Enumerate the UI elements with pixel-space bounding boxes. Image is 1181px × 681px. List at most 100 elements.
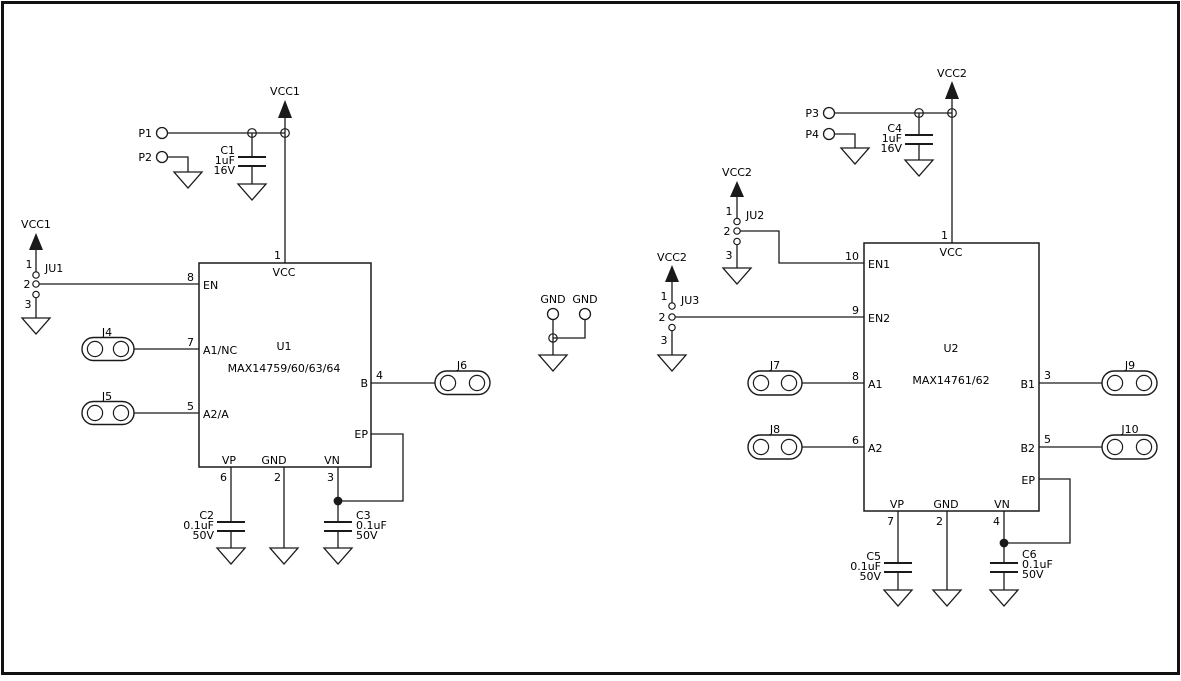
gnd-symbol-icon xyxy=(322,547,354,565)
p1-testpoint: P1 xyxy=(138,126,285,140)
gnd-symbol-icon xyxy=(839,147,871,165)
ju3-pin2-label: 2 xyxy=(659,311,666,324)
ju1-vcc-label: VCC1 xyxy=(21,218,51,231)
j9-label: J9 xyxy=(1124,359,1135,372)
vcc-arrow-icon xyxy=(945,81,959,99)
ju2-pin2-circle xyxy=(733,227,741,235)
j5-pin2-circle xyxy=(112,404,130,422)
c2-voltage-label: 50V xyxy=(192,529,214,542)
ju3-pin1-circle xyxy=(668,302,676,310)
gnd-testpoints: GND GND xyxy=(537,293,598,372)
u1-pin-ep-name: EP xyxy=(354,428,368,441)
p3-label: P3 xyxy=(805,107,819,120)
c3-ref-label: C3 xyxy=(356,509,371,522)
j5-label: J5 xyxy=(101,390,112,403)
c5-capacitor: C5 0.1uF 50V xyxy=(850,511,914,607)
vcc1-rail: VCC1 xyxy=(270,85,300,263)
ju1-jumper: VCC1 1 JU1 2 3 xyxy=(20,218,199,335)
u2-gnd-pin xyxy=(931,511,963,607)
u2-ep-wire xyxy=(1004,478,1071,544)
u2-pin-a1-num: 8 xyxy=(852,370,859,383)
j6-pin2-circle xyxy=(468,374,486,392)
test-point-circle xyxy=(822,127,836,141)
gnd-symbol-icon xyxy=(268,547,300,565)
c3-capacitor: C3 0.1uF 50V xyxy=(322,467,387,565)
c4-voltage-label: 16V xyxy=(880,142,902,155)
u1-pin-b-name: B xyxy=(360,377,368,390)
gnd-symbol-icon xyxy=(931,589,963,607)
j9-pin2-circle xyxy=(1135,374,1153,392)
u2-pin-vp-num: 7 xyxy=(887,515,894,528)
u1-section: VCC1 P1 P2 C1 1uF 16V xyxy=(20,85,491,565)
u2-pin-gnd-name: GND xyxy=(933,498,958,511)
j10-pin2-circle xyxy=(1135,438,1153,456)
u2-part-label: MAX14761/62 xyxy=(912,374,989,387)
vcc-arrow-icon xyxy=(29,233,43,250)
j10-connector: J10 xyxy=(1039,423,1158,460)
u1-ep-wire xyxy=(338,433,404,502)
c2-value-label: 0.1uF xyxy=(183,519,214,532)
j6-pin1-circle xyxy=(439,374,457,392)
ju3-pin1-label: 1 xyxy=(661,290,668,303)
ju3-vcc-label: VCC2 xyxy=(657,251,687,264)
gnd-tp2-wire xyxy=(553,319,586,339)
u2-pin-b1-num: 3 xyxy=(1044,369,1051,382)
u1-body xyxy=(198,262,372,468)
c4-capacitor: C4 1uF 16V xyxy=(880,113,935,177)
test-point-circle xyxy=(155,126,169,140)
u2-pin-a2-num: 6 xyxy=(852,434,859,447)
c2-ref-label: C2 xyxy=(199,509,214,522)
u1-pin-vp-num: 6 xyxy=(220,471,227,484)
gnd-symbol-icon xyxy=(882,589,914,607)
test-point-circle xyxy=(578,307,592,321)
j7-connector: J7 xyxy=(747,359,864,396)
p2-testpoint: P2 xyxy=(138,150,204,189)
vcc-arrow-icon xyxy=(665,265,679,282)
u2-ic: 1 VCC 10 EN1 9 EN2 8 A1 6 A2 3 B1 5 B2 E… xyxy=(845,229,1051,528)
c1-value-label: 1uF xyxy=(215,154,235,167)
c1-capacitor: C1 1uF 16V xyxy=(213,133,268,201)
u1-pin-vcc-num: 1 xyxy=(274,249,281,262)
u1-pin-vn-name: VN xyxy=(324,454,340,467)
u1-pin-b-num: 4 xyxy=(376,369,383,382)
ju2-pin3-circle xyxy=(733,237,741,246)
c4-value-label: 1uF xyxy=(882,132,902,145)
gnd-symbol-icon xyxy=(537,354,569,372)
j8-pin2-circle xyxy=(780,438,798,456)
gnd-symbol-icon xyxy=(988,589,1020,607)
j10-pin1-circle xyxy=(1106,438,1124,456)
ju3-pin3-circle xyxy=(668,323,676,332)
u2-pin-ep-name: EP xyxy=(1021,474,1035,487)
ju1-ref-label: JU1 xyxy=(44,262,63,275)
u1-pin-a2a-name: A2/A xyxy=(203,408,229,421)
u1-gnd-pin xyxy=(268,467,300,565)
ju3-pin3-label: 3 xyxy=(661,334,668,347)
vcc-arrow-icon xyxy=(278,100,292,118)
u2-pin-b2-num: 5 xyxy=(1044,433,1051,446)
p3-testpoint: P3 xyxy=(805,106,952,120)
gnd-symbol-icon xyxy=(236,183,268,201)
u2-pin-a1-name: A1 xyxy=(868,378,883,391)
u1-pin-gnd-num: 2 xyxy=(274,471,281,484)
u1-pin-vn-num: 3 xyxy=(327,471,334,484)
u1-pin-a2a-num: 5 xyxy=(187,400,194,413)
j9-connector: J9 xyxy=(1039,359,1158,396)
p1-label: P1 xyxy=(138,127,152,140)
c1-ref-label: C1 xyxy=(220,144,235,157)
j7-pin2-circle xyxy=(780,374,798,392)
c5-ref-label: C5 xyxy=(866,550,881,563)
u2-pin-vp-name: VP xyxy=(890,498,905,511)
c4-ref-label: C4 xyxy=(887,122,902,135)
j6-label: J6 xyxy=(456,359,467,372)
ju3-ref-label: JU3 xyxy=(680,294,699,307)
j10-label: J10 xyxy=(1120,423,1138,436)
u1-pin-en-num: 8 xyxy=(187,271,194,284)
u2-pin-b1-name: B1 xyxy=(1020,378,1035,391)
gnd-symbol-icon xyxy=(20,317,52,335)
u2-pin-en2-num: 9 xyxy=(852,304,859,317)
u2-pin-b2-name: B2 xyxy=(1020,442,1035,455)
ju1-pin3-label: 3 xyxy=(25,298,32,311)
j4-pin1-circle xyxy=(86,340,104,358)
